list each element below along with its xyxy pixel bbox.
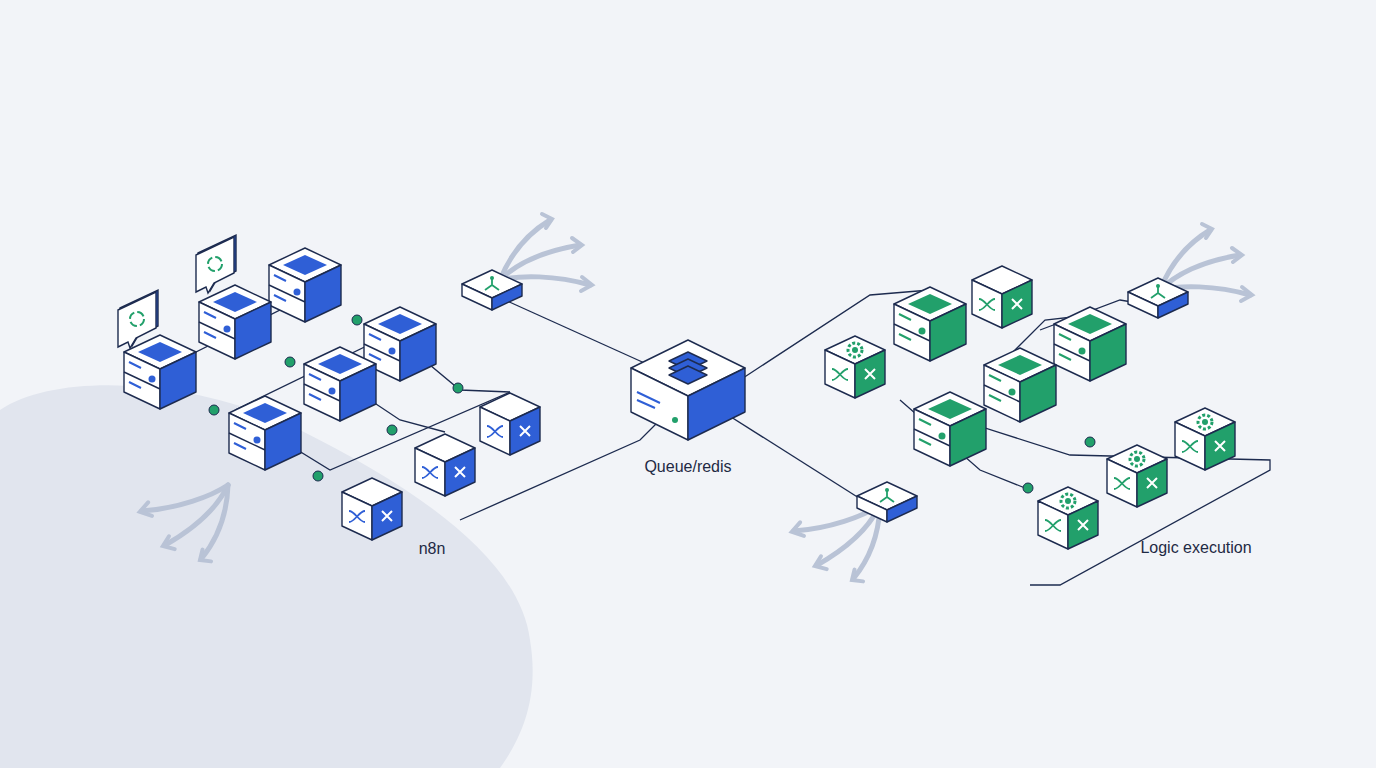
queue-server bbox=[631, 340, 745, 440]
cluster-label: Logic execution bbox=[1137, 538, 1254, 558]
cluster-label: n8n bbox=[416, 539, 449, 559]
cluster-label: Queue/redis bbox=[641, 457, 734, 477]
